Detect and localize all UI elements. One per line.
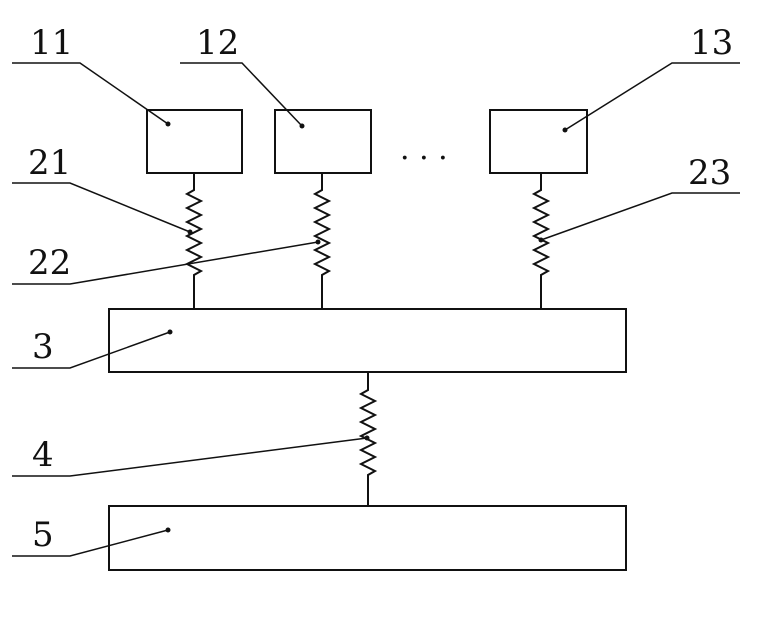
leader-dot-13 [563, 128, 568, 133]
box-13 [490, 110, 587, 173]
label-4: 4 [32, 435, 54, 475]
leader-dot-21 [188, 230, 193, 235]
box-12 [275, 110, 371, 173]
leader-dot-3 [168, 330, 173, 335]
leader-21 [12, 183, 190, 232]
label-11: 11 [30, 23, 73, 63]
label-12: 12 [196, 23, 239, 63]
box-5 [109, 506, 626, 570]
leader-11 [12, 63, 168, 124]
leader-dot-5 [166, 528, 171, 533]
label-13: 13 [690, 23, 733, 63]
leader-dot-23 [539, 238, 544, 243]
leader-13 [565, 63, 740, 130]
label-21: 21 [28, 143, 71, 183]
label-5: 5 [32, 515, 54, 555]
spring-21 [187, 173, 201, 309]
label-3: 3 [32, 327, 54, 367]
leader-dot-4 [365, 436, 370, 441]
leader-dot-11 [166, 122, 171, 127]
leader-dot-12 [300, 124, 305, 129]
leader-dot-22 [316, 240, 321, 245]
leader-23 [541, 193, 740, 240]
label-23: 23 [688, 153, 731, 193]
label-22: 22 [28, 243, 71, 283]
leader-4 [12, 438, 367, 476]
ellipsis-dots: · · · [400, 141, 448, 176]
box-3 [109, 309, 626, 372]
